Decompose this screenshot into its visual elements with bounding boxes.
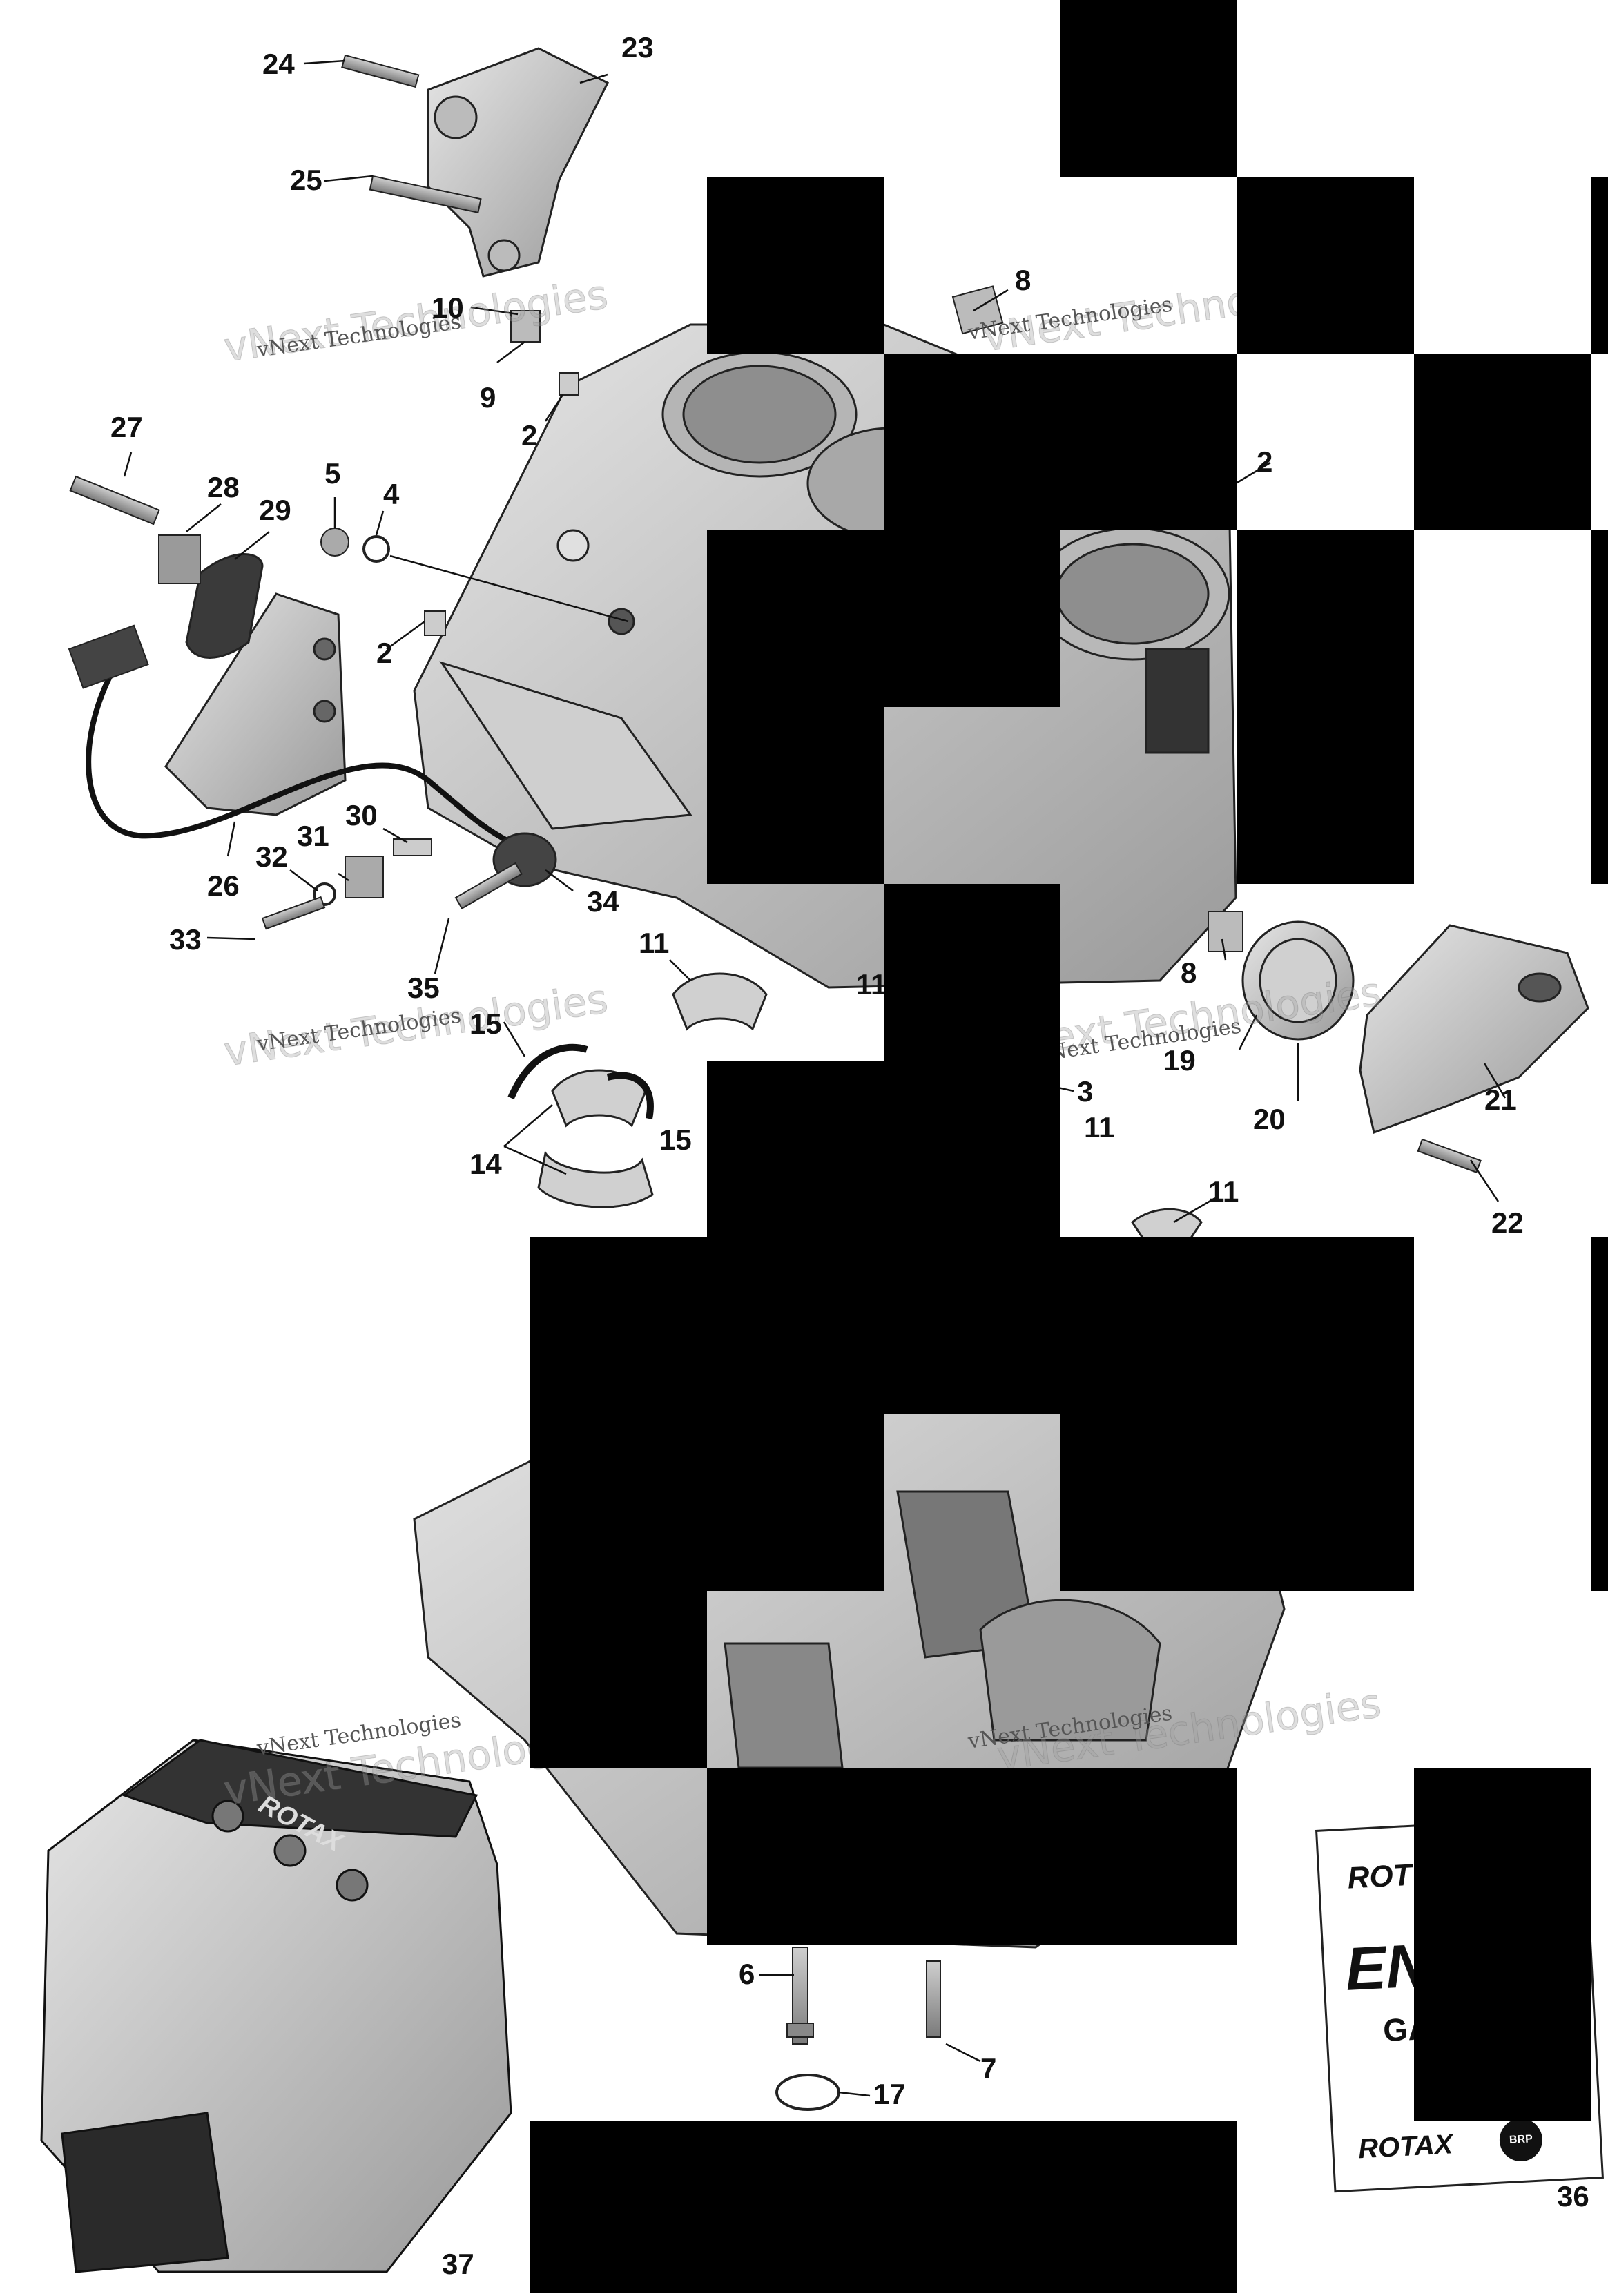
redaction-block — [530, 1591, 707, 1768]
callout-9: 9 — [480, 381, 496, 414]
heat-shield-29 — [185, 553, 264, 659]
callout-11: 11 — [1208, 1175, 1239, 1208]
callout-26: 26 — [207, 869, 240, 902]
callout-29: 29 — [259, 494, 291, 526]
label-brand-top: ROT — [1346, 1858, 1413, 1895]
redaction-block — [1414, 1768, 1591, 2121]
bolt-22 — [1417, 1138, 1482, 1173]
callout-36: 36 — [1557, 2180, 1589, 2212]
callout-11: 11 — [1084, 1111, 1115, 1144]
complete-engine-37 — [40, 1739, 512, 2273]
redaction-block — [1591, 530, 1608, 884]
sensor-connector — [68, 624, 149, 689]
callout-8: 8 — [1181, 956, 1197, 989]
redaction-block — [1591, 177, 1608, 354]
callout-28: 28 — [207, 471, 240, 503]
callout-8: 8 — [1015, 264, 1031, 296]
bolt-25 — [369, 175, 482, 214]
callout-5: 5 — [324, 457, 341, 490]
callout-11: 11 — [856, 968, 887, 1001]
redaction-block — [530, 1237, 1414, 1414]
callout-30: 30 — [345, 799, 378, 831]
callout-10: 10 — [432, 291, 464, 324]
callout-15: 15 — [659, 1123, 692, 1156]
leader-lines — [123, 59, 1507, 2097]
callout-17: 17 — [873, 2078, 906, 2110]
thrust-washers — [507, 1043, 654, 1119]
callout-33: 33 — [169, 923, 202, 956]
callout-14: 14 — [469, 1148, 502, 1180]
redaction-block — [884, 354, 1237, 530]
bolt-27 — [69, 475, 160, 525]
clip-28 — [158, 534, 201, 584]
callout-24: 24 — [262, 48, 295, 80]
engine-mount-bracket-left — [164, 592, 347, 816]
callout-20: 20 — [1253, 1103, 1286, 1135]
brp-badge-text: BRP — [1509, 2133, 1533, 2146]
redaction-block — [1237, 177, 1414, 354]
redaction-block — [707, 1061, 884, 1237]
callout-25: 25 — [290, 164, 322, 196]
redaction-block — [530, 1414, 884, 1591]
engine-mount-bracket-right — [1359, 924, 1589, 1134]
bolts-bottom — [775, 1947, 941, 2111]
callout-34: 34 — [587, 885, 619, 918]
callout-7: 7 — [980, 2052, 997, 2085]
redaction-block — [1591, 1237, 1608, 1591]
label-brand-bottom: ROTAX — [1357, 2129, 1454, 2165]
redaction-block — [1060, 0, 1237, 177]
callout-3: 3 — [1077, 1075, 1094, 1108]
knock-sensor-34 — [86, 661, 512, 845]
small-parts — [261, 285, 1243, 952]
callout-19: 19 — [1163, 1044, 1196, 1077]
redaction-block — [707, 177, 884, 354]
callout-35: 35 — [407, 972, 440, 1004]
bearing-shells — [537, 972, 1203, 1244]
redaction-block — [707, 1768, 1237, 1945]
callout-2: 2 — [521, 419, 538, 452]
redaction-block — [884, 884, 1060, 1237]
callout-31: 31 — [297, 820, 329, 852]
callout-21: 21 — [1484, 1083, 1517, 1116]
redaction-block — [530, 2121, 1237, 2293]
callout-2: 2 — [376, 637, 393, 669]
engine-mount-bracket-top — [427, 47, 610, 278]
callout-4: 4 — [383, 478, 400, 510]
bolt-24 — [341, 54, 420, 88]
redaction-block — [707, 707, 884, 884]
redaction-block — [707, 530, 1060, 707]
brp-badge-icon: BRP — [1498, 2117, 1544, 2163]
callout-2: 2 — [1257, 445, 1273, 478]
callout-27: 27 — [110, 411, 143, 443]
callout-37: 37 — [442, 2248, 474, 2280]
callout-32: 32 — [255, 840, 288, 873]
callout-22: 22 — [1491, 1206, 1524, 1239]
callout-6: 6 — [739, 1958, 755, 1990]
redaction-block — [1237, 530, 1414, 884]
callout-11: 11 — [639, 927, 670, 959]
callout-23: 23 — [621, 31, 654, 64]
callout-15: 15 — [469, 1007, 502, 1040]
plug-20 — [1241, 920, 1355, 1041]
redaction-block — [1060, 1414, 1414, 1591]
redaction-block — [1414, 354, 1591, 530]
